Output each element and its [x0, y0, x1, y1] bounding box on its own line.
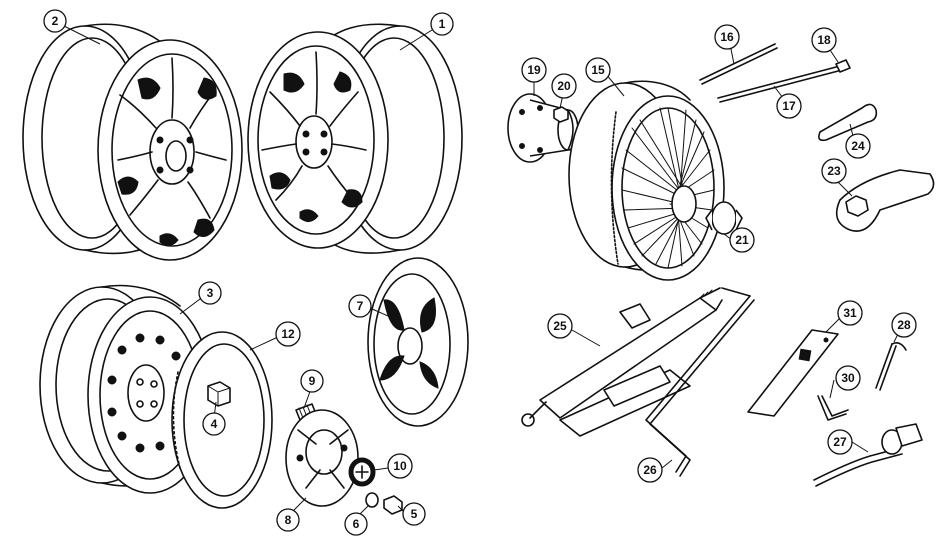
svg-text:30: 30: [841, 371, 855, 385]
callout-18: 18: [811, 27, 837, 53]
tyre-lever: [875, 342, 907, 391]
svg-text:1: 1: [439, 17, 446, 31]
wheel-nut: [207, 381, 231, 407]
allen-key: [817, 395, 849, 421]
callout-6: 6: [344, 512, 368, 536]
callout-15: 15: [585, 57, 611, 83]
callout-16: 16: [714, 24, 740, 50]
steel-wheel: [39, 284, 213, 494]
svg-text:31: 31: [843, 306, 857, 320]
svg-text:9: 9: [309, 374, 316, 388]
svg-text:27: 27: [833, 435, 847, 449]
callout-10: 10: [387, 453, 413, 479]
svg-text:3: 3: [207, 286, 214, 300]
tool-roll: [747, 329, 839, 417]
svg-text:20: 20: [557, 79, 571, 93]
svg-text:15: 15: [591, 63, 605, 77]
wire-wheel: [568, 80, 725, 281]
callout-4: 4: [202, 412, 226, 436]
badge: [348, 457, 376, 487]
callout-3: 3: [198, 281, 222, 305]
callout-7: 7: [348, 294, 372, 318]
callout-19: 19: [521, 57, 547, 83]
hub-adaptor: [507, 93, 579, 163]
svg-text:16: 16: [720, 30, 734, 44]
callout-1: 1: [430, 12, 454, 36]
svg-text:19: 19: [527, 63, 541, 77]
callout-26: 26: [637, 457, 663, 483]
callout-30: 30: [835, 365, 861, 391]
callout-5: 5: [402, 502, 426, 526]
svg-text:26: 26: [643, 463, 657, 477]
svg-text:6: 6: [353, 517, 360, 531]
small-spanner: [818, 103, 878, 142]
svg-text:4: 4: [211, 417, 218, 431]
svg-text:25: 25: [553, 319, 567, 333]
hub-nut-spanner: [835, 169, 935, 232]
alloy-wheel-left: [22, 23, 243, 261]
svg-text:18: 18: [817, 33, 831, 47]
svg-text:17: 17: [782, 99, 796, 113]
svg-text:10: 10: [393, 459, 407, 473]
svg-text:2: 2: [52, 14, 59, 28]
svg-text:23: 23: [827, 164, 841, 178]
callout-24: 24: [845, 133, 871, 159]
callout-9: 9: [300, 369, 324, 393]
callout-28: 28: [891, 312, 917, 338]
hub-cap: [285, 409, 359, 507]
nut-and-washer: [365, 492, 403, 515]
svg-text:5: 5: [411, 507, 418, 521]
callout-31: 31: [837, 300, 863, 326]
svg-text:8: 8: [285, 513, 292, 527]
callout-23: 23: [821, 158, 847, 184]
callout-2: 2: [43, 9, 67, 33]
svg-text:28: 28: [897, 318, 911, 332]
callout-25: 25: [547, 313, 573, 339]
callout-17: 17: [776, 93, 802, 119]
svg-text:7: 7: [357, 299, 364, 313]
adaptor-nut: [553, 106, 569, 123]
wheel-brace: [813, 423, 923, 487]
svg-text:21: 21: [735, 233, 749, 247]
callout-20: 20: [551, 73, 577, 99]
alloy-wheel-right: [247, 23, 463, 254]
svg-text:24: 24: [851, 139, 865, 153]
callout-21: 21: [729, 227, 755, 253]
callout-12: 12: [275, 321, 301, 347]
jack-handle: [645, 287, 755, 477]
tommy-bars: [699, 43, 851, 103]
scissor-jack: [521, 287, 723, 437]
callout-27: 27: [827, 429, 853, 455]
styled-wheel: [367, 257, 469, 427]
callout-8: 8: [276, 508, 300, 532]
svg-text:12: 12: [281, 327, 295, 341]
